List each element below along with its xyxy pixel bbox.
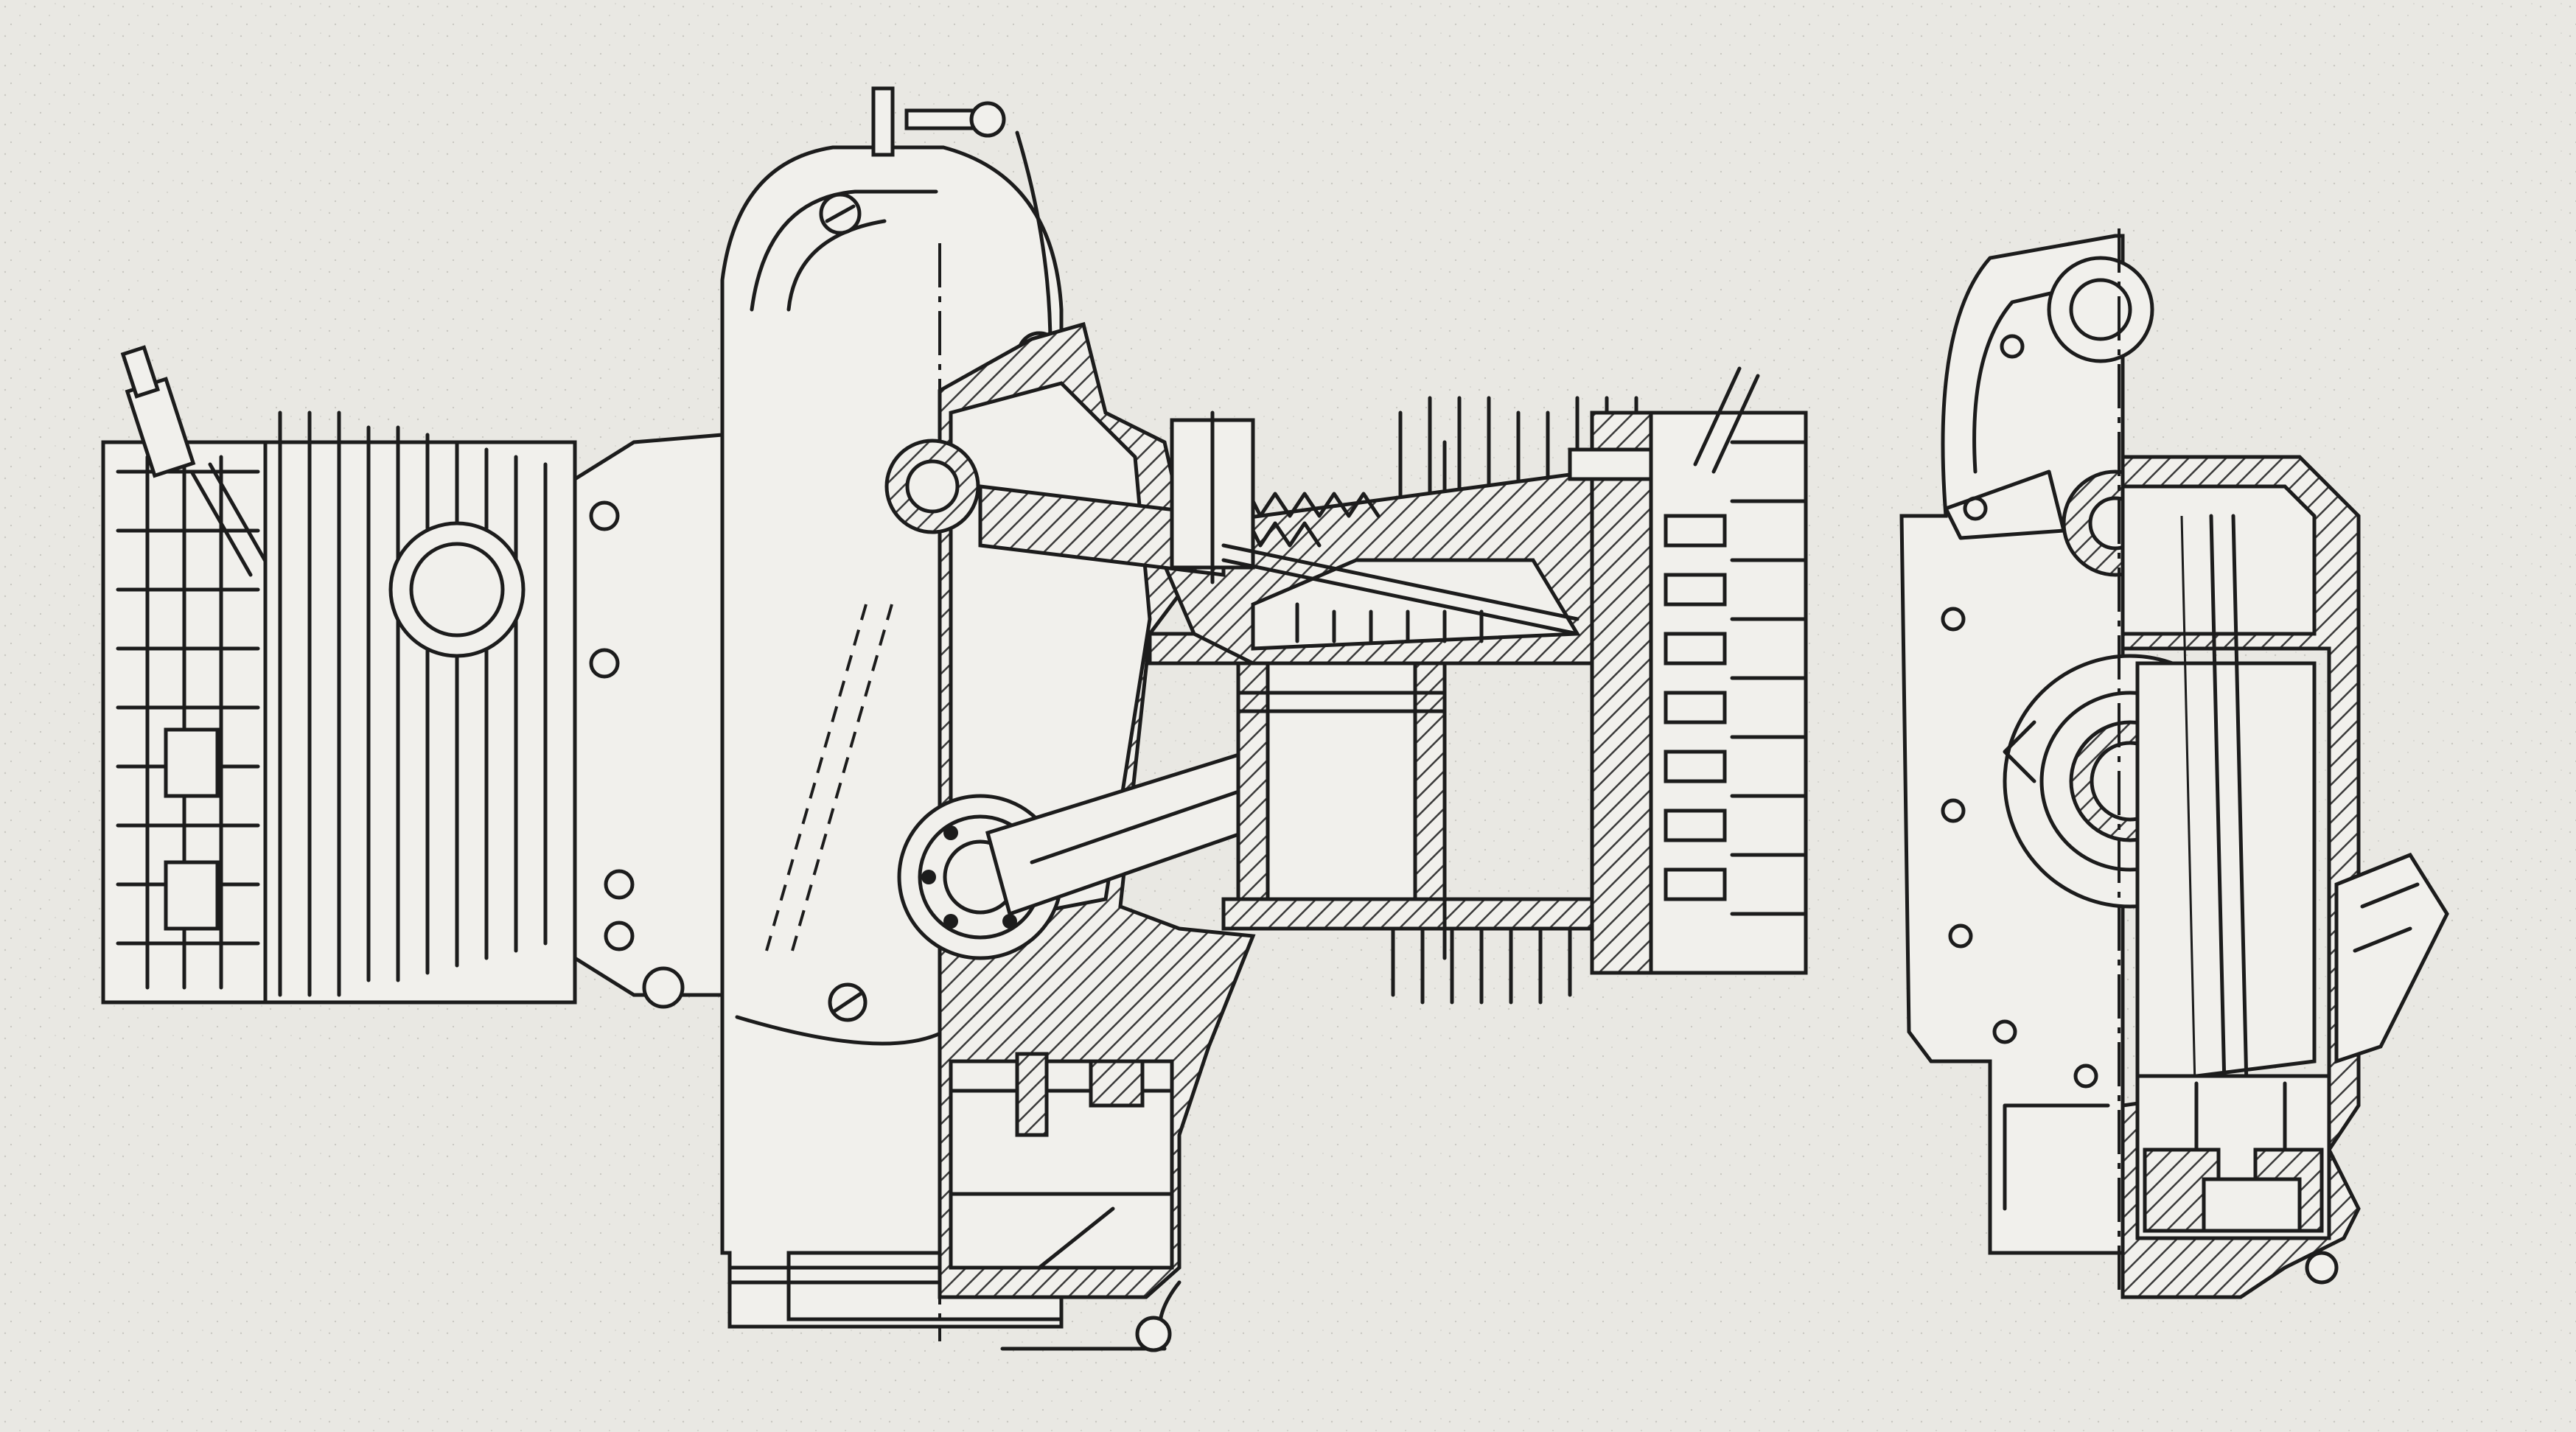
- cylinder-base-block: [573, 433, 725, 997]
- end-elevation-view: [1899, 228, 2449, 1299]
- end-view-top-boss: [2047, 256, 2154, 363]
- spark-plug-left: [120, 345, 271, 577]
- hidden-pushrod-line: [765, 604, 868, 951]
- valve-rocker-assembly: [978, 411, 1580, 636]
- left-head-grid-fins: [116, 455, 260, 990]
- oil-feed-tube: [2209, 514, 2228, 1152]
- spark-plug-right: [1568, 366, 1760, 481]
- oil-sump-section: [949, 1052, 1181, 1352]
- right-head-fin-block: [1590, 411, 1808, 975]
- end-view-oil-pump: [2135, 1074, 2339, 1285]
- left-cylinder-barrel: [263, 411, 577, 1005]
- end-view-side-tube: [2334, 852, 2449, 1064]
- left-cylinder-head: [101, 440, 268, 1005]
- piston: [1236, 661, 1447, 909]
- side-elevation-view: [101, 86, 1808, 1352]
